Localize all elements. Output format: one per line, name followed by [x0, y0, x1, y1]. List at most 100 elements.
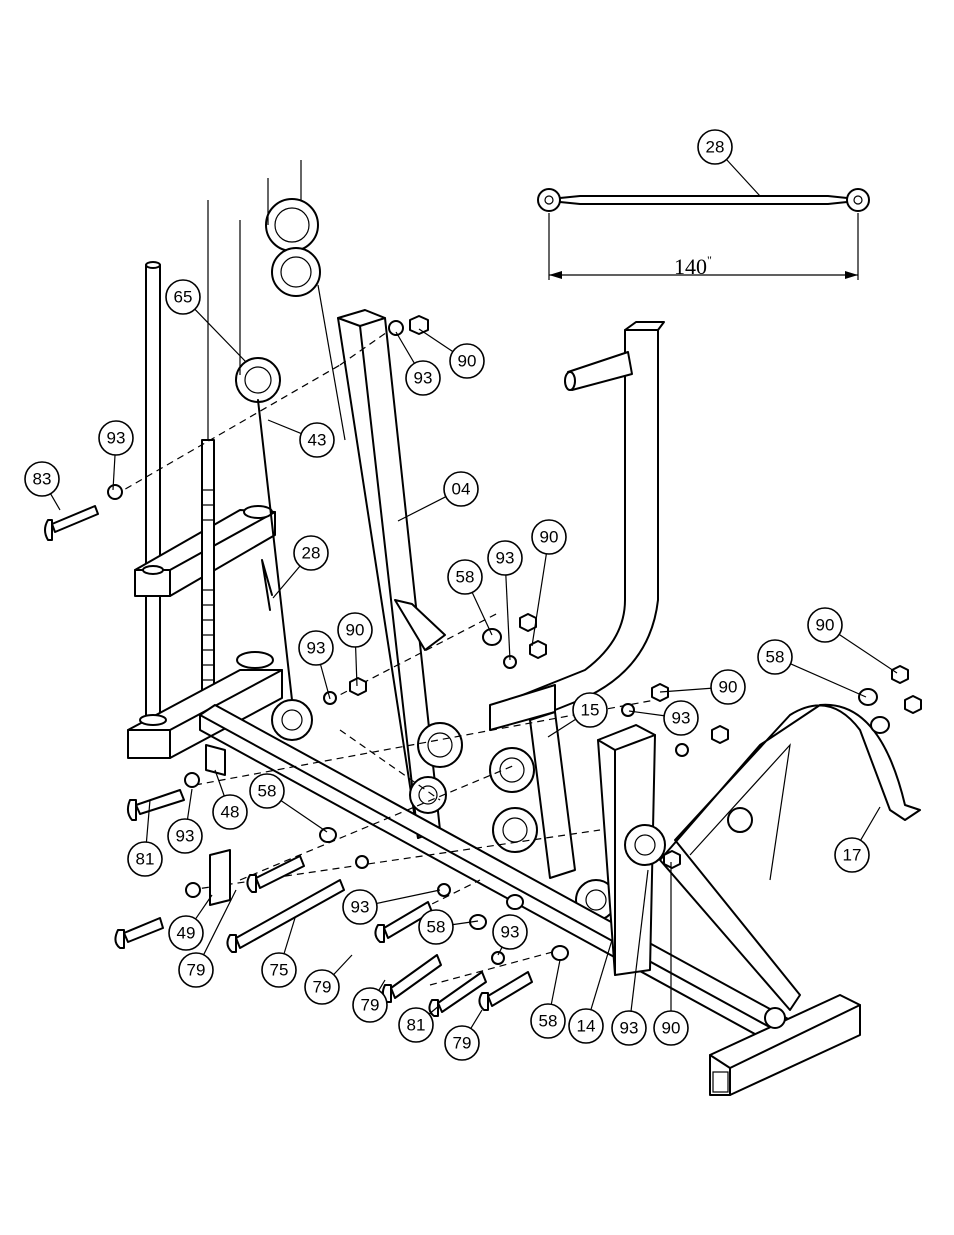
- callout-48: 48: [213, 770, 247, 829]
- cable-detail: 140": [538, 189, 869, 280]
- callout-label: 79: [361, 996, 380, 1015]
- bolt-81-lower: [115, 918, 163, 948]
- bolt-75: [227, 880, 344, 952]
- callout-leader: [188, 789, 192, 819]
- callout-label: 79: [313, 978, 332, 997]
- callout-label: 14: [577, 1017, 596, 1036]
- callout-58: 58: [448, 560, 492, 635]
- callout-90: 90: [338, 613, 372, 686]
- callout-90: 90: [808, 608, 897, 673]
- callout-leader: [471, 1010, 482, 1028]
- callout-28: 28: [698, 130, 760, 196]
- bolt-81-c: [429, 972, 486, 1016]
- callout-label: 90: [816, 616, 835, 635]
- callout-label: 58: [456, 568, 475, 587]
- callout-leader: [195, 309, 246, 362]
- callout-83: 83: [25, 462, 60, 510]
- callout-28: 28: [273, 536, 328, 598]
- callout-93: 93: [396, 332, 440, 395]
- callout-49: 49: [169, 895, 212, 950]
- callout-label: 90: [346, 621, 365, 640]
- callout-label: 90: [662, 1019, 681, 1038]
- dimension-label: 140": [674, 253, 712, 279]
- callout-58: 58: [758, 640, 866, 697]
- selector-stem: [202, 200, 214, 710]
- callout-label: 93: [501, 923, 520, 942]
- callout-label: 90: [540, 528, 559, 547]
- callout-leader: [791, 664, 866, 697]
- cable-mid: [262, 560, 272, 610]
- callout-label: 28: [706, 138, 725, 157]
- callout-label: 48: [221, 803, 240, 822]
- callout-79: 79: [305, 955, 352, 1004]
- callout-label: 58: [258, 782, 277, 801]
- callout-label: 49: [177, 924, 196, 943]
- callout-93: 93: [99, 421, 133, 490]
- callout-label: 15: [581, 701, 600, 720]
- callout-label: 81: [136, 850, 155, 869]
- callout-label: 90: [458, 352, 477, 371]
- callout-leader: [419, 329, 453, 352]
- callout-90: 90: [532, 520, 566, 646]
- callout-90: 90: [660, 670, 745, 704]
- callout-label: 58: [427, 918, 446, 937]
- callout-58: 58: [531, 960, 565, 1038]
- callout-label: 90: [719, 678, 738, 697]
- callout-label: 79: [187, 961, 206, 980]
- callout-leader: [726, 160, 760, 196]
- bolt-79-d: [479, 972, 532, 1010]
- callout-leader: [268, 420, 301, 434]
- callout-65: 65: [166, 280, 246, 362]
- callout-leader: [839, 634, 897, 673]
- callout-label: 65: [174, 288, 193, 307]
- callout-label: 43: [308, 431, 327, 450]
- callout-93: 93: [493, 915, 527, 955]
- callout-81: 81: [399, 1005, 440, 1042]
- callout-label: 93: [176, 827, 195, 846]
- callout-label: 81: [407, 1016, 426, 1035]
- guide-rod: [146, 262, 160, 720]
- callout-label: 93: [107, 429, 126, 448]
- bolt-83: [45, 506, 98, 540]
- callout-17: 17: [835, 807, 880, 872]
- callout-43: 43: [268, 420, 334, 457]
- bolt-79-c: [383, 955, 441, 1002]
- callout-58: 58: [419, 910, 478, 944]
- callout-label: 93: [672, 709, 691, 728]
- callout-leader: [472, 592, 492, 635]
- bolt-81-upper: [128, 790, 184, 820]
- callout-label: 79: [453, 1034, 472, 1053]
- callout-label: 04: [452, 480, 471, 499]
- callout-leader: [334, 955, 352, 975]
- callout-14: 14: [569, 940, 612, 1043]
- callout-label: 28: [302, 544, 321, 563]
- callout-leader: [281, 801, 327, 832]
- callout-leader: [629, 711, 664, 716]
- callout-label: 75: [270, 961, 289, 980]
- callout-label: 93: [414, 369, 433, 388]
- callout-leader: [506, 575, 510, 660]
- callout-label: 93: [351, 898, 370, 917]
- callout-leader: [377, 890, 440, 903]
- callout-label: 93: [307, 639, 326, 658]
- callout-leader: [532, 554, 546, 646]
- hardware: [108, 316, 921, 964]
- bolt-79-a: [247, 856, 304, 892]
- callout-leader: [551, 960, 560, 1004]
- callout-04: 04: [398, 472, 478, 521]
- callout-58: 58: [250, 774, 327, 832]
- callout-79: 79: [445, 1010, 482, 1060]
- callout-leader: [396, 332, 414, 363]
- callout-label: 17: [843, 846, 862, 865]
- callout-93: 93: [299, 631, 333, 699]
- callout-label: 93: [496, 549, 515, 568]
- callout-leader: [861, 807, 880, 840]
- callout-label: 93: [620, 1019, 639, 1038]
- callout-79: 79: [353, 980, 387, 1022]
- callout-label: 58: [539, 1012, 558, 1031]
- callout-leader: [51, 494, 60, 510]
- callout-label: 58: [766, 648, 785, 667]
- callout-label: 83: [33, 470, 52, 489]
- callout-leader: [196, 895, 212, 919]
